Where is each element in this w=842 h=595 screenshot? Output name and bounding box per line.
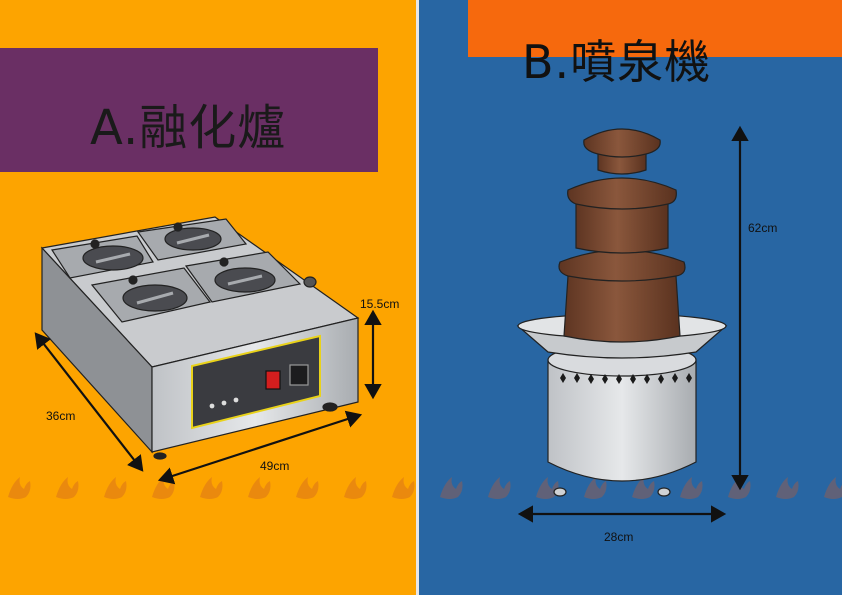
- well-4: [184, 251, 302, 303]
- dimension-arrows-a: [34, 309, 382, 485]
- flame-logo-icon: [8, 477, 842, 499]
- height-label-a: 15.5cm: [360, 297, 400, 311]
- power-switch: [265, 370, 281, 390]
- well-2: [136, 218, 248, 261]
- panel-divider: [416, 0, 419, 595]
- title-b: B.噴泉機: [522, 35, 712, 89]
- well-1: [51, 235, 154, 279]
- heat-switch: [289, 364, 309, 386]
- width-label-b: 28cm: [604, 530, 634, 544]
- watermark-row: [8, 477, 842, 499]
- title-a: A.融化爐: [90, 100, 287, 156]
- depth-label-a: 36cm: [46, 409, 76, 423]
- dimension-arrows-b: [517, 125, 749, 523]
- chocolate-fountain: [516, 128, 728, 497]
- melting-pot: [40, 216, 360, 460]
- title-b-banner: [468, 0, 842, 57]
- vent-row: [560, 373, 692, 384]
- height-label-b: 62cm: [748, 221, 778, 235]
- width-label-a: 49cm: [260, 459, 290, 473]
- well-3: [90, 267, 212, 323]
- title-a-banner: [0, 48, 378, 172]
